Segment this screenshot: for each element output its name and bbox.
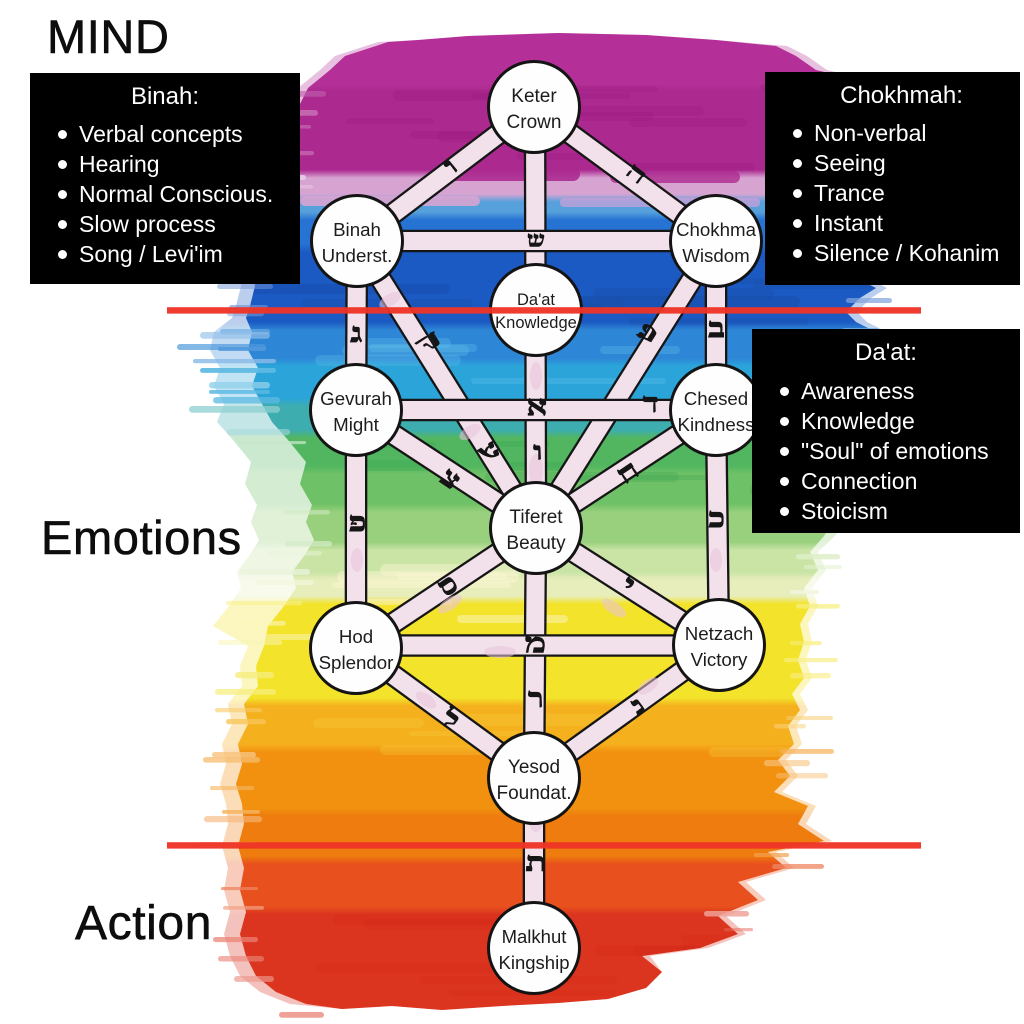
svg-text:Wisdom: Wisdom <box>682 245 750 266</box>
svg-text:Yesod: Yesod <box>508 757 560 778</box>
svg-text:Hod: Hod <box>339 626 373 647</box>
svg-text:Splendor: Splendor <box>319 652 394 673</box>
svg-text:Victory: Victory <box>691 649 748 670</box>
svg-text:Da'at: Da'at <box>517 291 555 309</box>
svg-text:Foundat.: Foundat. <box>497 783 572 804</box>
svg-text:Underst.: Underst. <box>322 245 393 266</box>
svg-text:Kindness: Kindness <box>678 414 755 435</box>
svg-text:Keter: Keter <box>511 86 557 107</box>
svg-text:Beauty: Beauty <box>506 533 566 554</box>
svg-text:Malkhut: Malkhut <box>502 926 567 947</box>
svg-text:Gevurah: Gevurah <box>320 388 392 409</box>
svg-text:Tiferet: Tiferet <box>509 507 563 528</box>
svg-text:Kingship: Kingship <box>499 952 570 973</box>
svg-text:Crown: Crown <box>507 112 562 133</box>
svg-text:Might: Might <box>333 414 380 435</box>
svg-text:Chesed: Chesed <box>684 388 748 409</box>
svg-text:Knowledge: Knowledge <box>495 314 577 332</box>
svg-text:Binah: Binah <box>333 219 381 240</box>
svg-text:Netzach: Netzach <box>685 623 754 644</box>
svg-text:Chokhma: Chokhma <box>676 219 757 240</box>
